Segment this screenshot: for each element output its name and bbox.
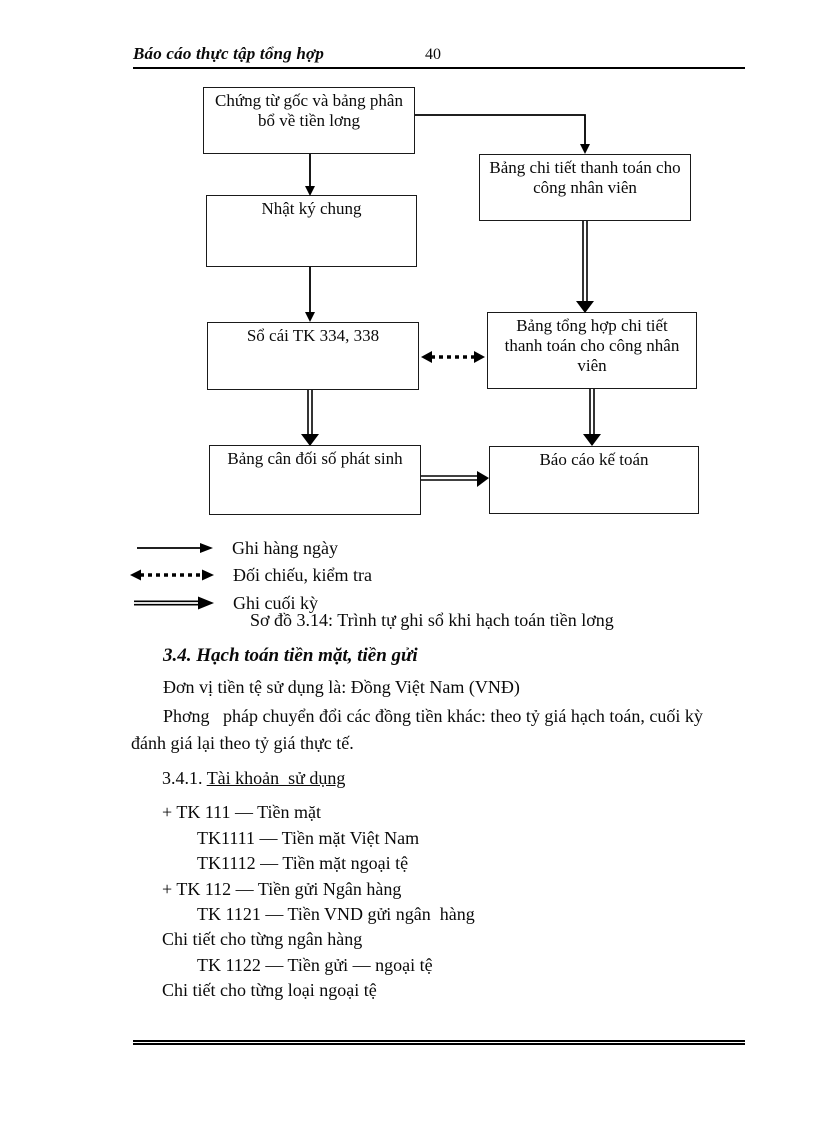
paragraph-conversion-line1: Phơng pháp chuyển đổi các đồng tiền khác… (163, 706, 703, 726)
flow-box-trial-balance: Bảng cân đối số phát sinh (209, 445, 421, 515)
flow-box-summary-payment: Bảng tổng hợp chi tiết thanh toán cho cô… (487, 312, 697, 389)
legend-double-arrow-icon (134, 596, 214, 610)
account-line: + TK 111 — Tiền mặt (162, 802, 322, 822)
flow-box-ledger-tk334-338: Sổ cái TK 334, 338 (207, 322, 419, 390)
arrow-summary-to-report (583, 389, 601, 446)
legend-dotted-arrow-icon (130, 569, 214, 581)
arrow-source-to-detail (415, 114, 590, 154)
account-line: TK1111 — Tiền mặt Việt Nam (197, 828, 420, 848)
flow-box-accounting-report: Báo cáo kế toán (489, 446, 699, 514)
arrow-balance-to-report (421, 471, 489, 487)
flow-box-source-documents: Chứng từ gốc và bảng phân bổ về tiền lơn… (203, 87, 415, 154)
account-line: TK1112 — Tiền mặt ngoại tệ (197, 853, 409, 873)
flow-box-general-journal: Nhật ký chung (206, 195, 417, 267)
paragraph-conversion-line2: đánh giá lại theo tỷ giá thực tế. (131, 733, 354, 753)
flow-box-detail-payment: Bảng chi tiết thanh toán cho công nhân v… (479, 154, 691, 221)
diagram-caption: Sơ đồ 3.14: Trình tự ghi sổ khi hạch toá… (250, 610, 614, 630)
account-line: TK 1122 — Tiền gửi — ngoại tệ (197, 955, 433, 975)
arrow-source-to-journal (305, 154, 315, 196)
account-line: Chi tiết cho từng ngân hàng (162, 929, 363, 949)
account-line: Chi tiết cho từng loại ngoại tệ (162, 980, 377, 1000)
legend-item-period-end: Ghi cuối kỳ (134, 592, 318, 613)
arrow-ledger-to-balance (301, 390, 319, 446)
page-number: 40 (425, 46, 441, 63)
arrow-ledger-summary-check (421, 351, 485, 363)
header-rule (133, 67, 745, 69)
account-line: TK 1121 — Tiền VND gửi ngân hàng (197, 904, 475, 924)
arrow-detail-to-summary (576, 221, 594, 313)
arrow-journal-to-ledger (305, 267, 315, 322)
subsection-title-underlined: Tài khoản sử dụng (206, 768, 346, 788)
subsection-heading-3-4-1: 3.4.1. Tài khoản sử dụng (162, 768, 345, 789)
section-heading-3-4: 3.4. Hạch toán tiền mặt, tiền gửi (163, 645, 418, 666)
legend-label-period-end: Ghi cuối kỳ (233, 592, 318, 613)
legend-item-check: Đối chiếu, kiểm tra (130, 564, 372, 585)
legend-label-daily: Ghi hàng ngày (232, 537, 338, 558)
footer-rule (133, 1040, 745, 1045)
account-line: + TK 112 — Tiền gửi Ngân hàng (162, 879, 402, 899)
paragraph-currency-unit: Đơn vị tiền tệ sử dụng là: Đồng Việt Nam… (163, 677, 520, 697)
running-header-title: Báo cáo thực tập tổng hợp (133, 44, 325, 63)
legend-item-daily: Ghi hàng ngày (137, 537, 338, 558)
legend-solid-arrow-icon (137, 543, 213, 553)
legend-label-check: Đối chiếu, kiểm tra (233, 564, 372, 585)
subsection-number: 3.4.1. (162, 768, 207, 788)
